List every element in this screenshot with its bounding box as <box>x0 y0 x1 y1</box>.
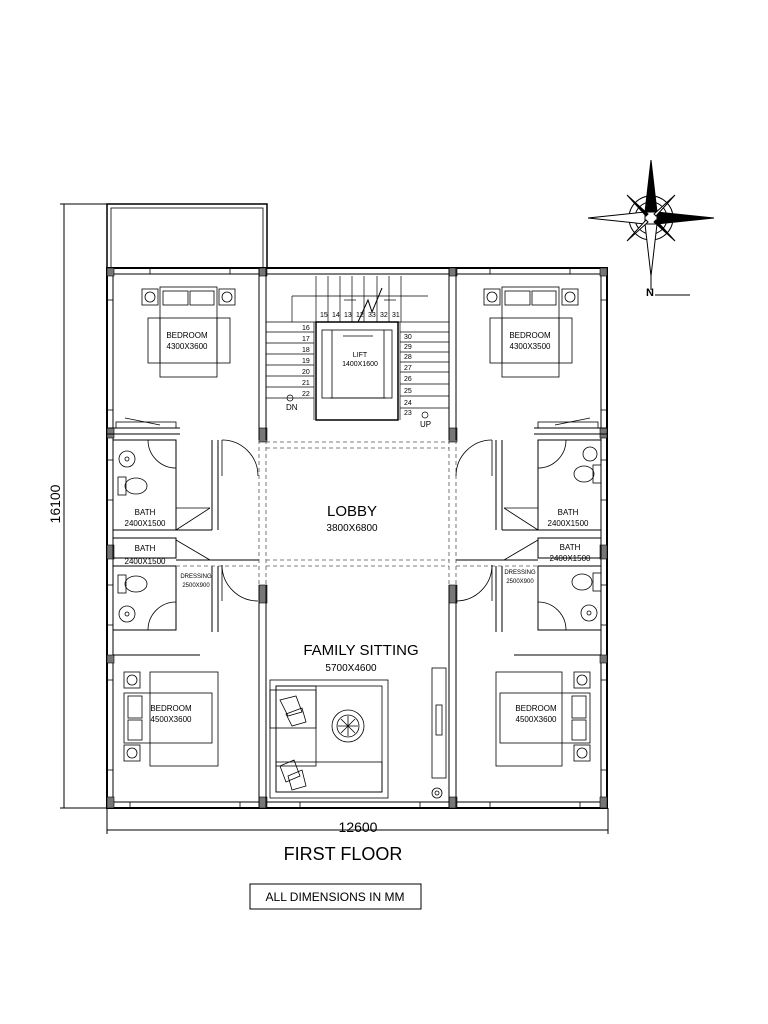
room-name: BEDROOM <box>150 704 192 713</box>
height-dimension-line <box>60 203 108 809</box>
room-name: BEDROOM <box>515 704 557 713</box>
drawing-title: FIRST FLOOR <box>284 844 403 864</box>
stair-numbers: 15 14 13 12 33 32 31 16 17 18 19 20 21 2… <box>302 312 412 417</box>
height-dimension-value: 16100 <box>47 484 63 523</box>
stair-step-label: 31 <box>392 312 400 319</box>
stair-step-label: 33 <box>368 312 376 319</box>
room-size: 4300X3500 <box>510 342 551 351</box>
room-size: 4500X3600 <box>516 715 557 724</box>
width-dimension-line <box>106 808 609 834</box>
room-size: 4300X3600 <box>167 342 208 351</box>
sofa-icon <box>269 679 389 799</box>
room-size: 2500X900 <box>506 579 534 585</box>
bed-icon <box>483 286 579 378</box>
stair-step-label: 12 <box>356 312 364 319</box>
stair-step-label: 30 <box>404 334 412 341</box>
room-name: LIFT <box>353 352 368 359</box>
room-size: 3800X6800 <box>326 523 378 534</box>
compass-icon <box>587 159 715 296</box>
stair-step-label: 20 <box>302 369 310 376</box>
room-size: 2400X1500 <box>125 519 166 528</box>
windows <box>106 267 608 809</box>
tv-unit-icon <box>431 667 447 799</box>
door-swings <box>147 439 567 631</box>
stair-step-label: 22 <box>302 391 310 398</box>
stair-step-label: 26 <box>404 376 412 383</box>
north-label: N <box>646 287 654 299</box>
lift-shaft <box>315 321 399 421</box>
room-name: BEDROOM <box>509 331 551 340</box>
room-size: 2400X1500 <box>125 557 166 566</box>
toilet-icon <box>117 464 602 594</box>
room-name: DRESSING <box>180 574 212 580</box>
stair-step-label: 18 <box>302 347 310 354</box>
stair-step-label: 28 <box>404 354 412 361</box>
wardrobe-icon <box>115 417 599 429</box>
room-name: BATH <box>560 543 581 552</box>
bed-icon <box>141 286 236 378</box>
room-name: BATH <box>135 508 156 517</box>
room-name: BATH <box>558 508 579 517</box>
stair-step-label: 16 <box>302 325 310 332</box>
stair-step-label: 19 <box>302 358 310 365</box>
stair-step-label: 17 <box>302 336 310 343</box>
room-size: 5700X4600 <box>325 663 377 674</box>
room-name: DRESSING <box>504 570 536 576</box>
stair-step-label: 29 <box>404 344 412 351</box>
stair-step-label: 27 <box>404 365 412 372</box>
room-name: LOBBY <box>327 503 377 520</box>
washbasin-icon <box>118 446 598 623</box>
stair-step-label: 23 <box>404 410 412 417</box>
bed-icon <box>495 671 591 767</box>
room-labels: BEDROOM 4300X3600 BEDROOM 4300X3500 BEDR… <box>125 331 591 724</box>
coffee-table-icon <box>331 709 365 743</box>
room-size: 1400X1600 <box>342 361 378 368</box>
stair-down-label: DN <box>286 403 298 412</box>
room-name: BATH <box>135 544 156 553</box>
stair-step-label: 14 <box>332 312 340 319</box>
stair-step-label: 24 <box>404 400 412 407</box>
columns <box>106 267 608 809</box>
note-box <box>249 883 422 910</box>
room-name: BEDROOM <box>166 331 208 340</box>
stair-step-label: 15 <box>320 312 328 319</box>
lobby-dashed-lines <box>176 440 538 585</box>
width-dimension-value: 12600 <box>339 819 378 835</box>
bed-icon <box>123 671 219 767</box>
room-name: FAMILY SITTING <box>303 642 418 659</box>
stair-step-label: 32 <box>380 312 388 319</box>
stair-up-label: UP <box>420 420 431 429</box>
room-size: 2500X900 <box>182 583 210 589</box>
room-size: 2400X1500 <box>550 554 591 563</box>
dimensions-note: ALL DIMENSIONS IN MM <box>266 890 405 904</box>
stair-step-label: 13 <box>344 312 352 319</box>
stair-step-label: 21 <box>302 380 310 387</box>
room-size: 2400X1500 <box>548 519 589 528</box>
stair-step-label: 25 <box>404 388 412 395</box>
room-size: 4500X3600 <box>151 715 192 724</box>
